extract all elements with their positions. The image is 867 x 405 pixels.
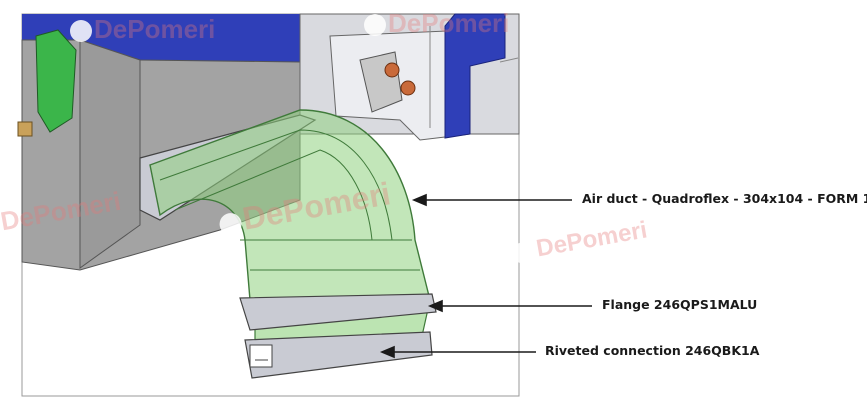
air-duct-label: Air duct - Quadroflex - 304x104 - FORM 1 — [582, 191, 867, 206]
arrowhead — [411, 193, 427, 207]
riveted-ring — [244, 331, 433, 379]
rail — [499, 57, 519, 63]
blue-frame-right — [444, 13, 506, 139]
duct-edge — [174, 149, 373, 241]
bolt — [384, 62, 400, 78]
green-bracket — [35, 29, 77, 133]
fastener — [17, 121, 33, 137]
duct-edge — [159, 129, 393, 241]
flange-label: Flange 246QPS1MALU — [602, 297, 758, 312]
bolt — [400, 80, 416, 96]
housing-side — [79, 39, 141, 269]
riveted-connection-label: Riveted connection 246QBK1A — [545, 343, 760, 358]
rivet-clip — [249, 344, 273, 368]
flange-ring — [239, 293, 437, 331]
arrowhead — [427, 299, 443, 313]
arrowhead — [379, 345, 395, 359]
